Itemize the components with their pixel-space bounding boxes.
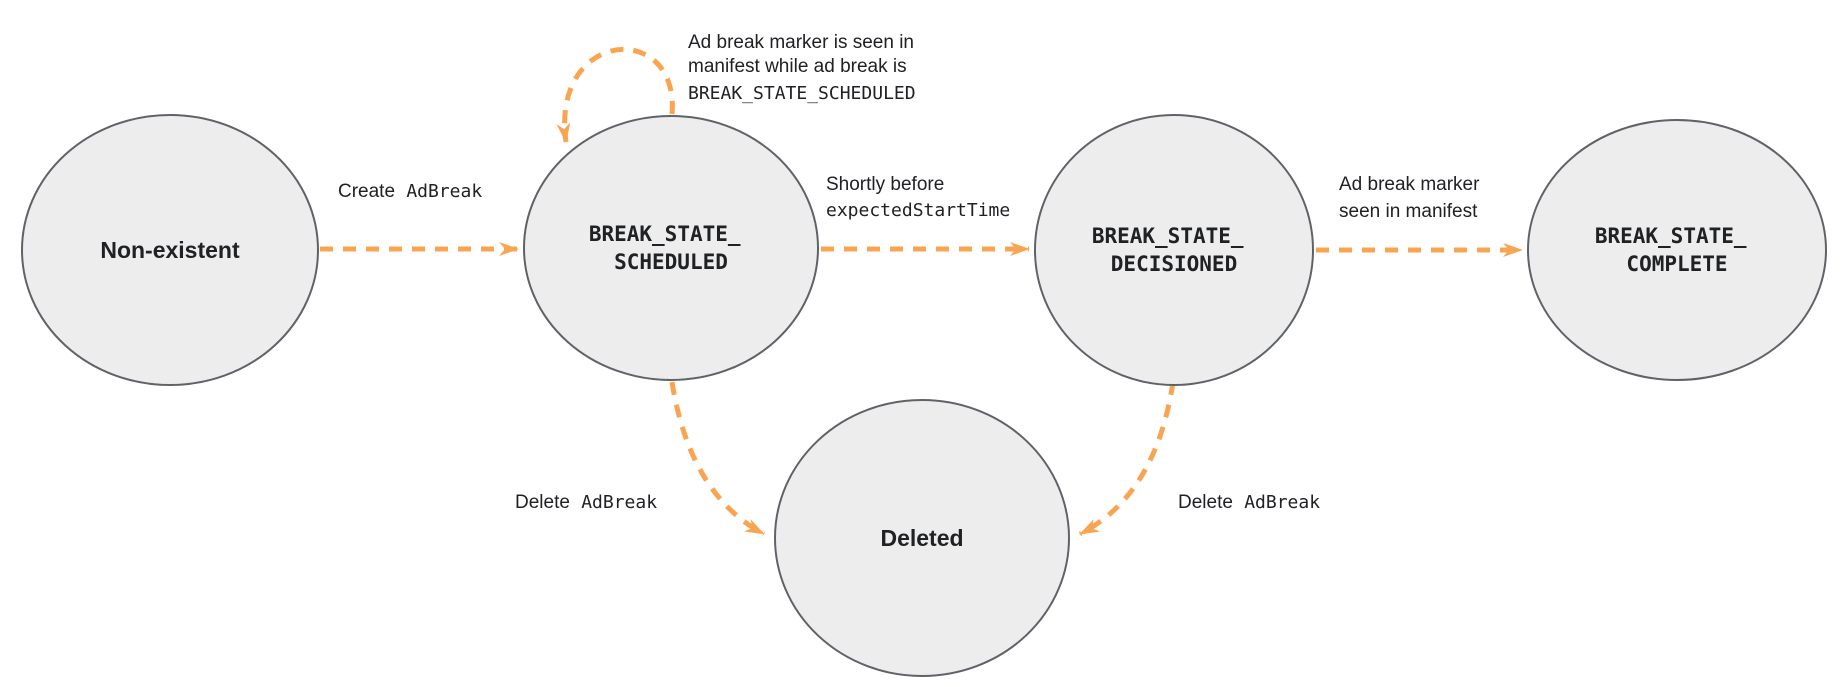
state-break-state-scheduled-circle bbox=[523, 115, 819, 381]
label-line2-code: expectedStartTime bbox=[826, 200, 1010, 221]
state-break-state-decisioned-label: BREAK_STATE_ DECISIONED bbox=[1092, 224, 1256, 276]
state-break-state-complete-circle bbox=[1527, 119, 1827, 381]
transition-scheduled-self-loop-label: Ad break marker is seen in manifest whil… bbox=[688, 32, 919, 104]
state-label-line1: BREAK_STATE_ bbox=[1092, 224, 1244, 248]
label-code-text: AdBreak bbox=[1244, 492, 1320, 513]
state-break-state-complete: BREAK_STATE_ COMPLETE bbox=[1527, 119, 1827, 381]
state-break-state-scheduled: BREAK_STATE_ SCHEDULED bbox=[523, 115, 819, 381]
state-break-state-decisioned: BREAK_STATE_ DECISIONED bbox=[1034, 114, 1314, 386]
state-deleted: Deleted bbox=[774, 399, 1070, 677]
state-deleted-label: Deleted bbox=[880, 525, 963, 551]
state-non-existent-circle bbox=[21, 114, 319, 386]
label-code-text: AdBreak bbox=[406, 181, 482, 202]
label-line1: Ad break marker is seen in bbox=[688, 32, 914, 53]
label-line2: seen in manifest bbox=[1339, 201, 1478, 222]
state-non-existent: Non-existent bbox=[21, 114, 319, 386]
label-line3-code: BREAK_STATE_SCHEDULED bbox=[688, 83, 916, 104]
transition-delete-from-decisioned-label: Delete AdBreak bbox=[1178, 492, 1320, 513]
transition-scheduled-self-loop-arrow bbox=[556, 47, 675, 143]
label-plain-text: Create bbox=[338, 181, 395, 202]
label-code-text: AdBreak bbox=[581, 492, 657, 513]
state-break-state-complete-label: BREAK_STATE_ COMPLETE bbox=[1595, 224, 1759, 276]
transition-delete-from-scheduled-label: Delete AdBreak bbox=[515, 492, 657, 513]
label-line2: manifest while ad break is bbox=[688, 56, 907, 77]
state-label-line1: BREAK_STATE_ bbox=[1595, 224, 1747, 248]
state-break-state-scheduled-label: BREAK_STATE_ SCHEDULED bbox=[589, 222, 753, 274]
transition-shortly-before-label: Shortly before expectedStartTime bbox=[826, 174, 1010, 221]
state-label-line2: SCHEDULED bbox=[614, 250, 728, 274]
state-deleted-circle bbox=[774, 399, 1070, 677]
label-line1: Ad break marker bbox=[1339, 174, 1480, 195]
transition-delete-from-decisioned-arrow bbox=[1078, 381, 1176, 537]
state-label-line2: DECISIONED bbox=[1111, 252, 1237, 276]
transition-create-adbreak-label: Create AdBreak bbox=[338, 181, 482, 202]
state-label-line2: COMPLETE bbox=[1626, 252, 1727, 276]
label-plain-text: Delete bbox=[1178, 492, 1233, 513]
transition-delete-from-scheduled-arrow bbox=[669, 381, 766, 537]
state-non-existent-label: Non-existent bbox=[100, 237, 240, 263]
label-plain-text: Delete bbox=[515, 492, 570, 513]
state-label-line1: BREAK_STATE_ bbox=[589, 222, 741, 246]
label-line1: Shortly before bbox=[826, 174, 944, 195]
transition-marker-seen-label: Ad break marker seen in manifest bbox=[1339, 174, 1485, 222]
state-break-state-decisioned-circle bbox=[1034, 114, 1314, 386]
